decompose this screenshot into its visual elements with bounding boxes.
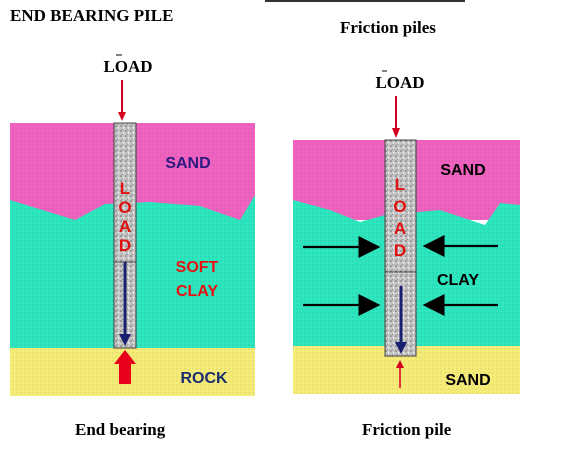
left-pile-letter: A — [119, 217, 131, 236]
right-clay-label: CLAY — [437, 272, 479, 289]
right-pile-letter: D — [394, 241, 406, 260]
right-load-label: LOAD — [375, 73, 424, 92]
right-reaction-arrow — [396, 360, 404, 388]
right-pile-letter: A — [394, 219, 406, 238]
left-pile — [113, 122, 137, 349]
left-clay-label: CLAY — [176, 283, 218, 300]
left-load-label: LOAD — [103, 57, 152, 76]
left-diagram-title: END BEARING PILE — [10, 6, 174, 25]
left-reaction-arrow — [114, 350, 136, 384]
left-pile-letter: D — [119, 236, 131, 255]
right-pile-letter: O — [393, 197, 406, 216]
left-rock-label: ROCK — [180, 370, 228, 387]
left-pile-letter: L — [120, 179, 130, 198]
right-caption: Friction pile — [362, 420, 452, 439]
left-pile-load-text: L O A D — [118, 179, 131, 255]
left-end-bearing-diagram: L O A D SAND SOFT CLAY ROCK LOAD — [10, 54, 255, 396]
right-sand-top-label: SAND — [440, 162, 485, 179]
friction-arrows — [303, 235, 498, 316]
right-sand-bottom-label: SAND — [445, 372, 490, 389]
right-friction-diagram: L O A D SAND CLAY SAND LOAD — [293, 70, 520, 394]
left-soft-label: SOFT — [176, 259, 219, 276]
left-sand-label: SAND — [165, 155, 210, 172]
left-caption: End bearing — [75, 420, 166, 439]
left-pile-letter: O — [118, 198, 131, 217]
right-diagram-title: Friction piles — [340, 18, 436, 37]
right-pile-letter: L — [395, 175, 405, 194]
right-pile-load-text: L O A D — [393, 175, 406, 260]
top-decorative-line — [265, 0, 465, 2]
